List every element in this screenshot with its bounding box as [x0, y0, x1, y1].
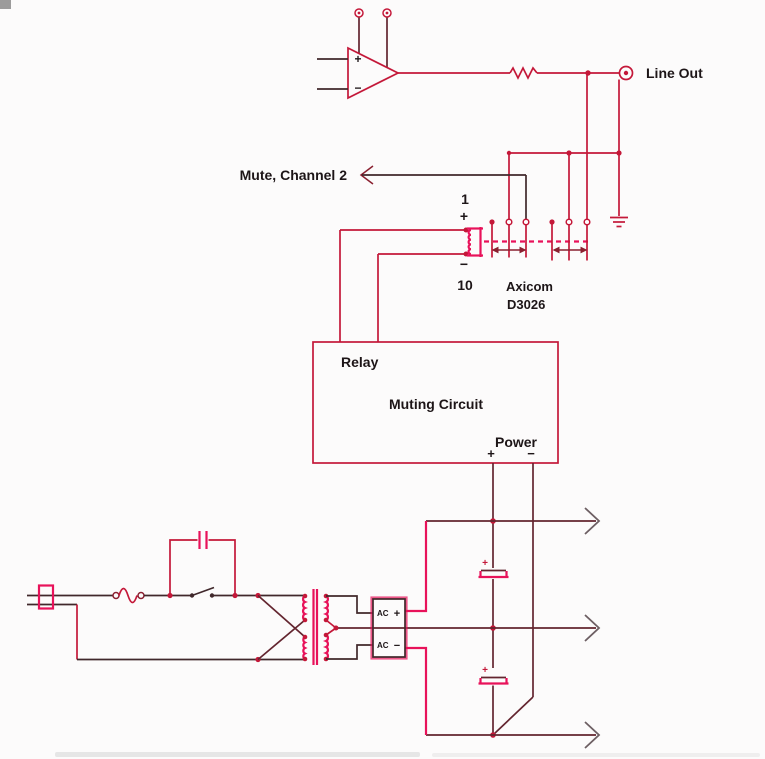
mute-signal: Mute, Channel 2: [240, 165, 527, 219]
rectifier-ac-bottom-label: AC: [377, 641, 389, 650]
output-arrow-icon: [584, 507, 601, 535]
opamp-inverting-label: −: [354, 81, 361, 95]
secondary-winding-upper: [323, 594, 330, 622]
mute-channel-label: Mute, Channel 2: [240, 167, 348, 183]
opamp-noninverting-label: +: [354, 52, 361, 66]
transformer: [301, 589, 373, 665]
secondary-top-wire: [326, 595, 373, 614]
relay-contact-group-1: [489, 218, 530, 258]
primary-winding-lower: [302, 636, 308, 660]
output-arrow-icon: [584, 721, 601, 749]
primary-winding-upper: [301, 594, 308, 622]
contact-arrow-icon: [491, 246, 499, 254]
snubber-capacitor-branch: [169, 531, 236, 596]
contact-arrow-icon: [519, 246, 527, 254]
rectifier: AC + AC −: [370, 596, 408, 660]
muting-circuit-box: Relay Muting Circuit Power + −: [312, 341, 559, 464]
contact-arrow-icon: [580, 246, 588, 254]
primary-cross-wire: [257, 594, 306, 638]
rectifier-plus-label: +: [394, 608, 400, 620]
line-out-label: Line Out: [646, 65, 703, 81]
power-feed: + +: [478, 463, 534, 738]
filter-capacitor-1: +: [478, 558, 509, 579]
opamp-stage: + − Line Out: [317, 8, 703, 228]
secondary-winding-lower: [323, 633, 330, 661]
mains-input: [27, 531, 306, 663]
junction-dot: [566, 150, 572, 156]
output-arrow-icon: [584, 614, 601, 642]
ground-icon: [610, 216, 628, 228]
contact-feed-net: [506, 73, 619, 219]
rectifier-plus-wire: [405, 521, 428, 613]
switch-lever: [191, 586, 215, 597]
relay: 1 + − 10 Axicom D3026: [339, 191, 592, 342]
relay-coil: [467, 227, 483, 257]
muting-box-outline: [312, 341, 559, 464]
relay-coil-plus-label: +: [460, 208, 468, 224]
relay-contact-group-2: [549, 218, 591, 261]
line-out-connector: [618, 65, 634, 81]
power-plus-label: +: [487, 446, 495, 461]
relay-section-label: Relay: [341, 354, 379, 370]
junction-dot: [585, 70, 591, 76]
relay-coil-minus-label: −: [460, 256, 468, 272]
junction-dot: [167, 592, 173, 599]
muting-circuit-title: Muting Circuit: [389, 396, 483, 412]
relay-pin10-label: 10: [457, 277, 473, 293]
junction-dot: [232, 592, 238, 599]
dc-rails: [336, 507, 601, 749]
mains-inlet: [37, 584, 55, 610]
power-switch: [189, 586, 215, 598]
relay-model-label: D3026: [507, 297, 545, 312]
power-label: Power: [495, 434, 538, 450]
rectifier-minus-label: −: [394, 640, 400, 652]
power-minus-label: −: [527, 446, 535, 461]
opamp-triangle: [347, 46, 400, 100]
rectifier-ac-top-label: AC: [377, 609, 389, 618]
junction-dot: [333, 625, 339, 631]
cap2-polarity-label: +: [482, 665, 488, 676]
cap1-polarity-label: +: [482, 558, 488, 569]
fuse: [112, 587, 145, 604]
relay-pin1-label: 1: [461, 191, 469, 207]
supply-terminal-right: [382, 8, 392, 67]
rectifier-box: [372, 598, 406, 658]
junction-dot: [506, 150, 512, 156]
series-resistor: [509, 66, 538, 80]
left-arrow-icon: [359, 165, 374, 185]
contact-arrow-icon: [552, 246, 560, 254]
secondary-bottom-wire: [326, 644, 373, 660]
rectifier-minus-wire: [405, 646, 428, 735]
relay-manufacturer-label: Axicom: [506, 279, 553, 294]
primary-cross-wire: [257, 619, 306, 661]
supply-terminal-left: [354, 8, 364, 54]
filter-capacitor-2: +: [478, 665, 509, 685]
